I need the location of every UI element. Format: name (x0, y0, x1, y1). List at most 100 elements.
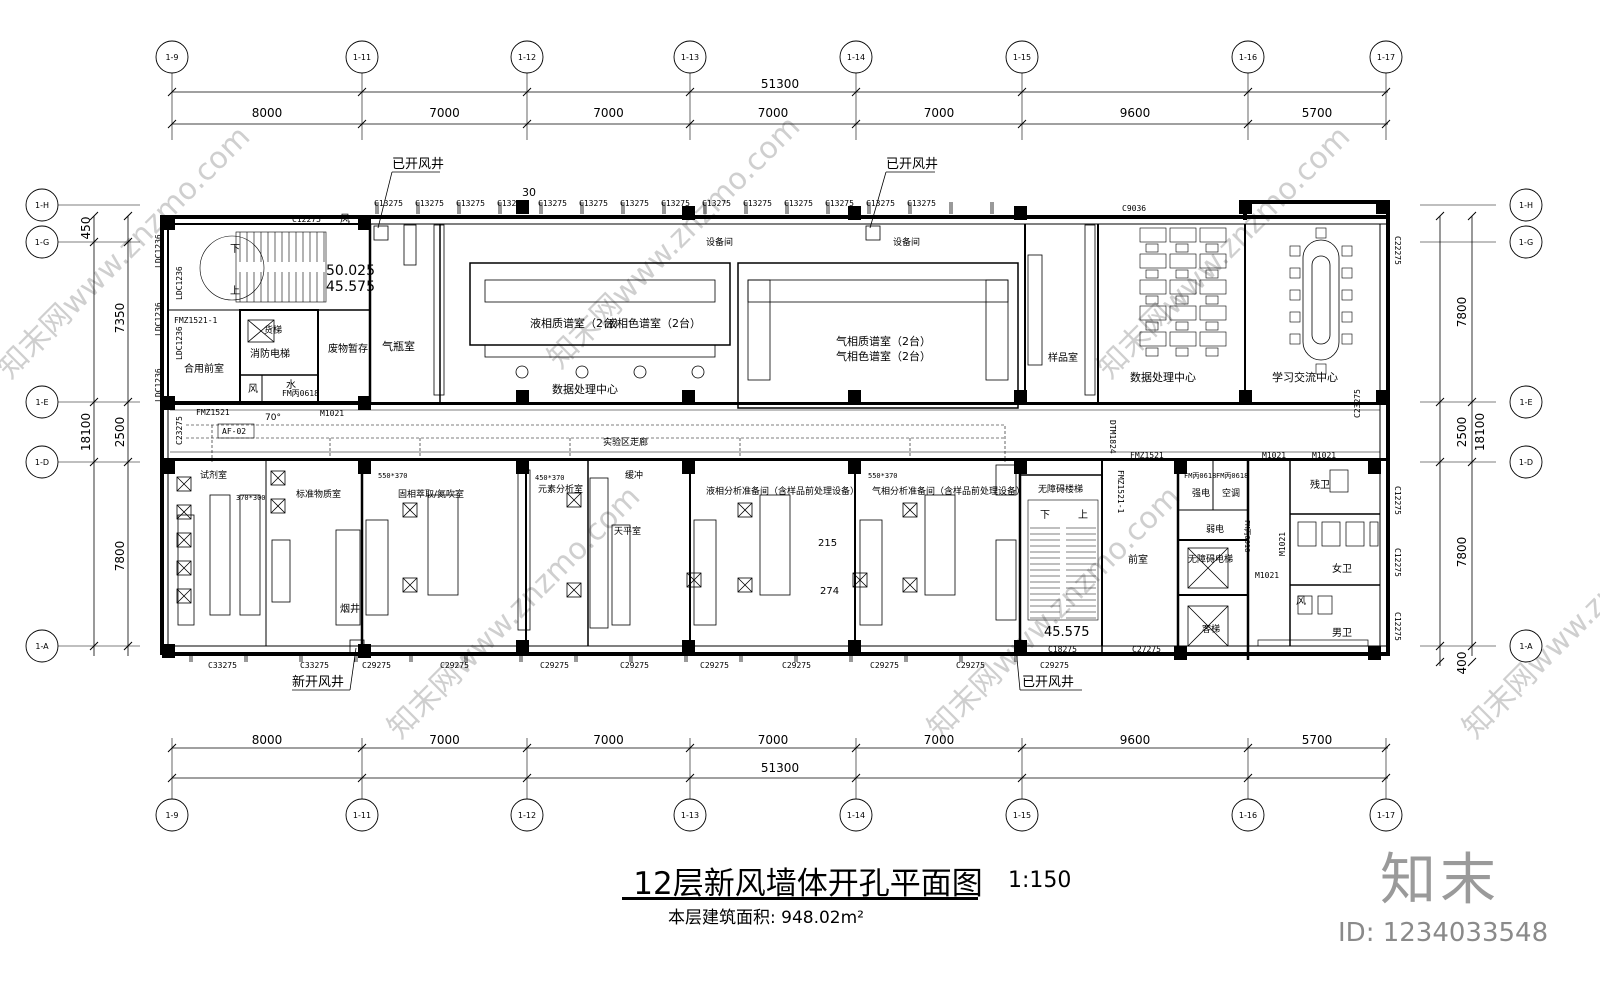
axis-bubble-left-1-A: 1-A (25, 629, 59, 663)
shaft-label-existing-3: 已开风井 (1022, 675, 1074, 690)
door-fm0618-r1: FM丙0618 (1184, 472, 1216, 480)
room-study-center: 学习交流中心 (1272, 370, 1338, 384)
axis-bubble-right-1-D: 1-D (1509, 445, 1543, 479)
axis-bubble-bottom-1-15-text: 1-15 (1013, 811, 1031, 820)
room-standard: 标准物质室 (296, 488, 341, 500)
room-smoke-stair: 无障碍楼梯 (1038, 483, 1083, 495)
door-fm0618-r3: FM丙0618 (1243, 520, 1251, 552)
door-fmz1521: FMZ1521 (196, 408, 230, 417)
column (162, 644, 175, 658)
south-window-marks (189, 656, 1018, 662)
axis-bubble-bottom-1-12-text: 1-12 (518, 811, 536, 820)
axis-bubble-bottom-1-16: 1-16 (1231, 798, 1265, 832)
window-ldc1236-a: LDC1236 (154, 234, 163, 268)
meeting-chairs (1289, 227, 1353, 375)
room-ac: 空调 (1222, 487, 1240, 499)
room-freight-elevator: 货梯 (264, 324, 282, 336)
angle-70: 70° (265, 413, 281, 423)
dim-215: 215 (818, 538, 837, 549)
window-ldc1236-c: LDC1236 (154, 302, 163, 336)
axis-bubble-bottom-1-9-text: 1-9 (165, 811, 178, 820)
axis-bubble-top-1-17-text: 1-17 (1377, 53, 1395, 62)
overall-dimension-bottom: 51300 (761, 761, 799, 775)
room-balance: 天平室 (614, 525, 641, 537)
axis-bubble-bottom-1-12: 1-12 (510, 798, 544, 832)
door-m1021-d: M1021 (1278, 532, 1287, 556)
room-accessible-wc: 残卫 (1310, 478, 1330, 491)
meeting-table (1302, 239, 1340, 361)
left-total-dim: 18100 (79, 413, 93, 451)
lab-furniture-north (403, 224, 1096, 396)
dim-30: 30 (522, 186, 536, 199)
right-dim-7800b: 7800 (1455, 537, 1469, 568)
row-axis-labels-right: 1-H1-G1-E1-D1-A (1509, 188, 1543, 663)
window-label-north: C13275 (497, 199, 526, 208)
span-dim-top: 7000 (593, 106, 624, 120)
stair-south (1027, 499, 1099, 621)
window-label-north: C13275 (825, 199, 854, 208)
window-label-south: C29275 (1040, 661, 1069, 670)
span-dim-bottom: 5700 (1302, 733, 1333, 747)
room-waste: 废物暂存 (328, 342, 368, 355)
axis-bubble-right-1-H-text: 1-H (1519, 201, 1533, 210)
room-wind-1: 风 (248, 383, 258, 395)
axis-bubble-bottom-1-13-text: 1-13 (681, 811, 699, 820)
window-c12275-r1: C12275 (1393, 486, 1402, 515)
axis-bubble-top-1-16: 1-16 (1231, 40, 1265, 74)
column (516, 640, 529, 654)
stair-down-north: 下 (230, 244, 240, 255)
window-label-south: C29275 (700, 661, 729, 670)
right-dim-400: 400 (1455, 652, 1469, 675)
axis-bubble-right-1-H: 1-H (1509, 188, 1543, 222)
window-c22275: C22275 (1393, 236, 1402, 265)
title-underline (622, 897, 978, 900)
room-weak-elec: 弱电 (1206, 523, 1224, 535)
room-elevator: 客梯 (1202, 623, 1220, 635)
span-dim-bottom: 7000 (593, 733, 624, 747)
window-label-south: C29275 (870, 661, 899, 670)
left-dim-7350: 7350 (113, 303, 127, 334)
column (848, 390, 861, 404)
window-c23275-left: C23275 (175, 416, 184, 445)
corridor-label: 实验区走廊 (603, 436, 648, 448)
column (516, 200, 529, 214)
axis-bubble-top-1-12-text: 1-12 (518, 53, 536, 62)
span-dim-top: 7000 (758, 106, 789, 120)
drawing-scale: 1:150 (1008, 868, 1072, 893)
room-equipment-2: 设备间 (893, 236, 920, 248)
lab-fume-hoods (176, 470, 918, 604)
room-data-center-1: 数据处理中心 (552, 382, 618, 396)
room-accessible-elevator: 无障碍电梯 (1188, 553, 1233, 565)
window-label-north: C13275 (579, 199, 608, 208)
room-shared-lobby: 合用前室 (184, 362, 224, 375)
span-dim-bottom: 7000 (429, 733, 460, 747)
dim-274: 274 (820, 586, 839, 597)
window-c12275-r3: C12275 (1393, 612, 1402, 641)
span-dim-bottom: 7000 (758, 733, 789, 747)
axis-bubble-right-1-A: 1-A (1509, 629, 1543, 663)
right-dim-2500: 2500 (1455, 417, 1469, 448)
column (682, 460, 695, 474)
axis-bubble-top-1-13-text: 1-13 (681, 53, 699, 62)
window-label-south: C33275 (208, 661, 237, 670)
column (162, 396, 175, 410)
stair-north (199, 231, 327, 303)
right-dim-7800a: 7800 (1455, 297, 1469, 328)
room-buffer: 缓冲 (625, 469, 643, 481)
elevation-c: 45.575 (1044, 625, 1090, 640)
axis-bubble-right-1-A-text: 1-A (1519, 642, 1533, 651)
column (848, 640, 861, 654)
column (162, 216, 175, 230)
door-fm0618: FM丙0618 (282, 389, 319, 398)
door-fmz1521-1-right: FMZ1521-1 (1116, 470, 1125, 514)
right-total-dim: 18100 (1473, 413, 1487, 451)
column (1014, 206, 1027, 220)
axis-bubble-top-1-11: 1-11 (345, 40, 379, 74)
window-c9036: C9036 (1122, 204, 1146, 213)
axis-bubble-top-1-11-text: 1-11 (353, 53, 371, 62)
room-solid-nitrogen: 固相萃取/氮吹室 (398, 488, 464, 500)
column (1368, 646, 1381, 660)
drawing-title: 12层新风墙体开孔平面图 (633, 866, 983, 902)
